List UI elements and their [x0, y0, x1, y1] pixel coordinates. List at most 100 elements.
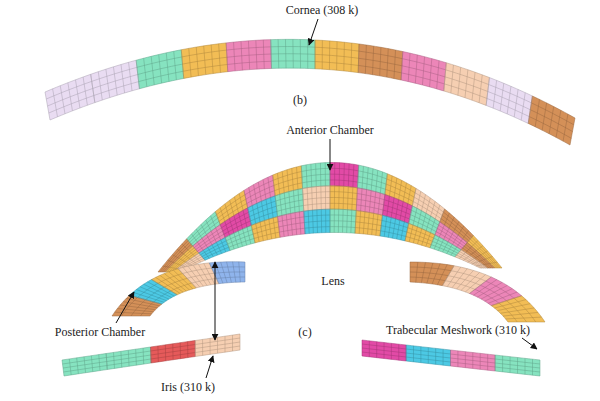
grid-line — [152, 269, 179, 280]
grid-line — [486, 78, 489, 106]
grid-line — [216, 277, 245, 278]
grid-line — [383, 210, 410, 219]
grid-line — [442, 215, 470, 239]
grid-line — [330, 232, 355, 234]
grid-line — [92, 67, 137, 81]
grid-line — [195, 334, 240, 341]
grid-line — [358, 182, 386, 189]
mesh-patch — [181, 43, 228, 79]
grid-line — [106, 351, 150, 358]
grid-line — [448, 276, 480, 286]
grid-line — [495, 371, 540, 376]
grid-line — [215, 190, 244, 211]
grid-line — [226, 40, 271, 43]
grid-line — [178, 263, 209, 269]
grid-line — [381, 226, 407, 232]
mesh-patch — [62, 354, 107, 377]
grid-line — [451, 358, 496, 363]
grid-line — [202, 244, 228, 257]
grid-line — [229, 239, 254, 248]
grid-line — [486, 78, 489, 106]
mesh-band — [410, 262, 545, 322]
grid-line — [359, 165, 388, 174]
panel-label: (c) — [298, 326, 311, 339]
grid-line — [215, 212, 220, 225]
mesh-band — [45, 39, 575, 145]
grid-line — [219, 282, 245, 284]
grid-line — [171, 283, 192, 291]
grid-line — [195, 342, 240, 349]
grid-line — [251, 225, 255, 243]
grid-line — [276, 200, 303, 206]
grid-line — [192, 278, 217, 283]
grid-line — [205, 251, 230, 261]
grid-line — [215, 212, 220, 225]
grid-line — [362, 348, 406, 353]
grid-line — [48, 88, 93, 106]
grid-line — [279, 223, 305, 227]
grid-line — [251, 225, 255, 243]
part-label: Lens — [321, 275, 344, 288]
grid-line — [356, 211, 382, 216]
grid-line — [406, 345, 450, 350]
grid-line — [91, 74, 95, 102]
grid-line — [273, 166, 302, 175]
mesh-patch — [444, 63, 490, 106]
grid-line — [401, 80, 444, 91]
grid-line — [528, 96, 532, 123]
grid-line — [413, 202, 441, 219]
grid-line — [528, 96, 532, 123]
grid-line — [182, 50, 227, 57]
grid-line — [139, 78, 183, 88]
grid-line — [220, 225, 225, 238]
grid-line — [181, 43, 226, 50]
grid-line — [304, 209, 330, 211]
grid-line — [454, 266, 491, 277]
grid-line — [200, 241, 226, 255]
grid-line — [330, 192, 357, 194]
grid-line — [162, 295, 177, 304]
mesh-patch — [430, 235, 461, 257]
grid-line — [183, 64, 227, 71]
part-label: Posterior Chamber — [55, 326, 145, 339]
grid-line — [276, 194, 303, 201]
grid-line — [442, 266, 454, 286]
grid-line — [432, 241, 458, 253]
grid-line — [45, 74, 91, 92]
grid-line — [402, 73, 445, 84]
grid-line — [410, 262, 454, 266]
grid-line — [384, 205, 411, 215]
grid-line — [355, 233, 380, 236]
grid-line — [330, 163, 359, 166]
grid-line — [470, 239, 498, 268]
grid-line — [62, 354, 106, 361]
grid-line — [227, 54, 271, 57]
grid-line — [305, 227, 330, 229]
grid-line — [254, 232, 279, 238]
grid-line — [199, 238, 225, 254]
grid-line — [487, 98, 529, 116]
grid-line — [467, 235, 473, 242]
grid-line — [315, 54, 359, 58]
grid-line — [302, 168, 330, 171]
mesh-patch — [195, 334, 240, 357]
grid-line — [303, 203, 330, 205]
grid-line — [158, 274, 183, 284]
grid-line — [305, 233, 330, 234]
grid-line — [410, 282, 442, 286]
grid-line — [190, 218, 218, 242]
grid-line — [330, 209, 356, 210]
grid-line — [214, 272, 245, 273]
mesh-patch — [451, 350, 496, 371]
grid-line — [274, 177, 302, 185]
mesh-patch — [330, 209, 356, 233]
grid-line — [315, 40, 359, 44]
grid-line — [491, 306, 508, 322]
grid-line — [358, 65, 401, 72]
mesh-patch — [380, 215, 409, 241]
grid-line — [457, 255, 482, 268]
mesh-bands — [45, 39, 575, 376]
part-label: Trabecular Meshwork (310 k) — [386, 324, 530, 337]
grid-line — [480, 285, 506, 300]
